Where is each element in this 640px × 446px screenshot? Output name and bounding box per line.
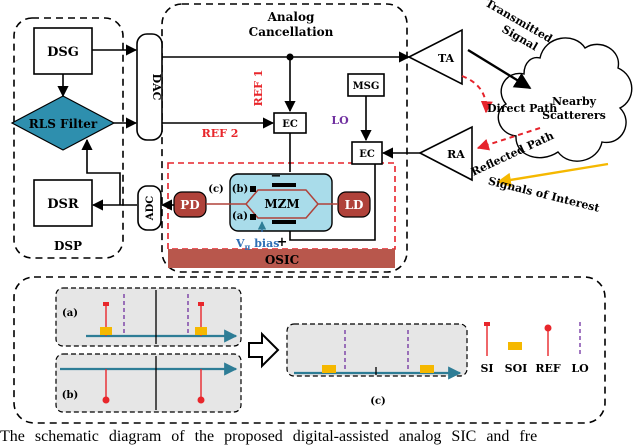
mzm-waveguide bbox=[230, 189, 332, 219]
legend-lo-label: LO bbox=[571, 362, 589, 375]
nearby-label-2: Scatterers bbox=[542, 109, 606, 122]
legend-soi-swatch bbox=[508, 342, 522, 350]
ra-label: RA bbox=[447, 148, 465, 161]
dac-label: DAC bbox=[150, 74, 163, 101]
panel-b-label: (b) bbox=[62, 390, 78, 401]
port-a-label: (a) bbox=[232, 211, 248, 222]
port-b-label: (b) bbox=[232, 184, 248, 195]
panel-a-label: (a) bbox=[62, 308, 78, 319]
ra-antenna bbox=[418, 125, 473, 182]
port-c-label: (c) bbox=[208, 184, 224, 195]
adc-to-rls-arrow bbox=[81, 138, 121, 205]
analog-title-1: Analog bbox=[267, 10, 315, 24]
dsp-region bbox=[13, 17, 124, 259]
legend-ref-head bbox=[544, 324, 552, 332]
ec2-label: EC bbox=[359, 149, 375, 160]
reflected-path-arrow bbox=[476, 127, 541, 151]
panel-a bbox=[55, 287, 242, 347]
panel-a-si-1-head bbox=[103, 302, 109, 306]
soi-label: Signals of Interest bbox=[487, 174, 602, 214]
legend-si-label: SI bbox=[480, 362, 493, 375]
analog-cancellation-region bbox=[161, 3, 408, 273]
figure-caption: The schematic diagram of the proposed di… bbox=[0, 428, 538, 445]
ld-label: LD bbox=[345, 198, 364, 212]
ref1-label: REF 1 bbox=[252, 70, 265, 107]
pd-label: PD bbox=[180, 198, 199, 212]
panel-c-soi-2 bbox=[420, 365, 434, 373]
nearby-label-1: Nearby bbox=[552, 95, 597, 108]
panel-c-label: (c) bbox=[370, 396, 386, 407]
osic-label: OSIC bbox=[265, 253, 299, 267]
mzm-electrode-top bbox=[272, 183, 296, 187]
direct-path-arrow bbox=[461, 75, 493, 114]
ref2-label: REF 2 bbox=[202, 127, 239, 140]
port-b-marker bbox=[250, 186, 256, 192]
dac-block bbox=[136, 33, 163, 141]
mzm-label: MZM bbox=[264, 197, 299, 211]
panel-a-si-2-head bbox=[198, 302, 204, 306]
combine-arrow bbox=[248, 331, 280, 369]
lo-label: LO bbox=[331, 114, 349, 127]
legend-soi-label: SOI bbox=[505, 362, 528, 375]
panel-b bbox=[55, 353, 242, 413]
ec1-label: EC bbox=[282, 119, 298, 130]
vpi-bias-label: Vπ bias bbox=[235, 237, 279, 252]
minus-label: − bbox=[271, 169, 282, 184]
dsp-label: DSP bbox=[54, 239, 82, 253]
scatterers-cloud bbox=[497, 37, 633, 162]
adc-label: ADC bbox=[145, 196, 156, 221]
ta-label: TA bbox=[438, 52, 455, 65]
mzm-electrode-bottom bbox=[272, 220, 296, 224]
port-a-marker bbox=[250, 214, 256, 220]
transmitted-arrow bbox=[467, 48, 532, 90]
msg-label: MSG bbox=[353, 81, 380, 92]
panel-c bbox=[286, 323, 468, 377]
rls-filter-label: RLS Filter bbox=[29, 117, 98, 131]
soi-arrow bbox=[496, 162, 609, 188]
dsg-block bbox=[33, 27, 93, 75]
panel-b-ref-2-head bbox=[197, 396, 205, 404]
analog-title-2: Cancellation bbox=[249, 25, 334, 39]
legend-si-head bbox=[484, 322, 490, 326]
ta-antenna bbox=[407, 28, 463, 86]
plus-label: + bbox=[277, 235, 288, 250]
dsr-label: DSR bbox=[47, 197, 79, 212]
rls-filter-block bbox=[10, 95, 116, 151]
osic-bar bbox=[168, 249, 395, 268]
panel-a-soi-1 bbox=[100, 327, 112, 335]
panel-b-ref-1-head bbox=[102, 396, 110, 404]
direct-path-label: Direct Path bbox=[487, 102, 557, 115]
legend-ref-label: REF bbox=[535, 362, 561, 375]
panel-c-soi-1 bbox=[322, 365, 336, 373]
dsg-label: DSG bbox=[47, 45, 79, 60]
panel-a-soi-2 bbox=[195, 327, 207, 335]
